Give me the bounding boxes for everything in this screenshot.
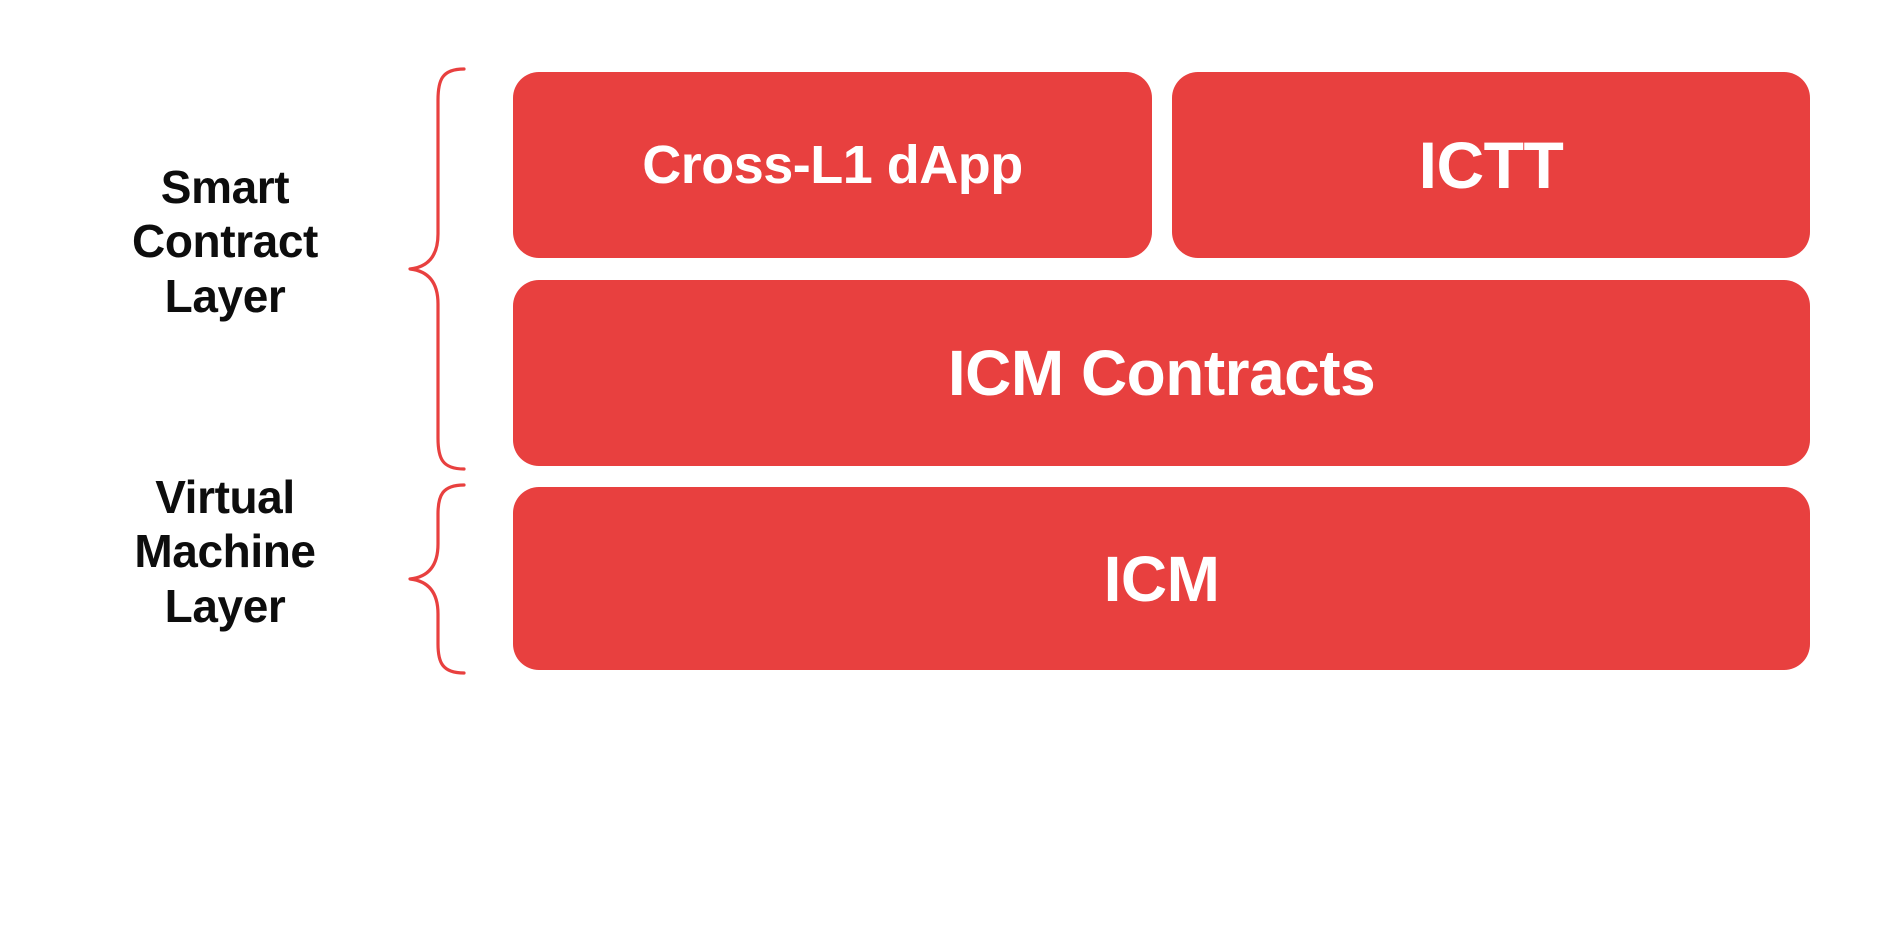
box-ictt[interactable]: ICTT	[1172, 72, 1810, 258]
box-icm-contracts[interactable]: ICM Contracts	[513, 280, 1810, 466]
box-cross-l1-dapp-label: Cross-L1 dApp	[642, 135, 1023, 195]
brace-smart-contract-layer	[404, 66, 468, 472]
box-icm-contracts-label: ICM Contracts	[947, 337, 1376, 409]
box-icm-label: ICM	[1103, 542, 1220, 615]
box-ictt-label: ICTT	[1418, 128, 1564, 202]
group-label-virtual-machine-layer: Virtual Machine Layer	[134, 471, 316, 632]
box-icm[interactable]: ICM	[513, 487, 1810, 670]
box-cross-l1-dapp[interactable]: Cross-L1 dApp	[513, 72, 1152, 258]
brace-virtual-machine-layer	[404, 482, 468, 676]
group-label-smart-contract-layer: Smart Contract Layer	[132, 161, 318, 322]
